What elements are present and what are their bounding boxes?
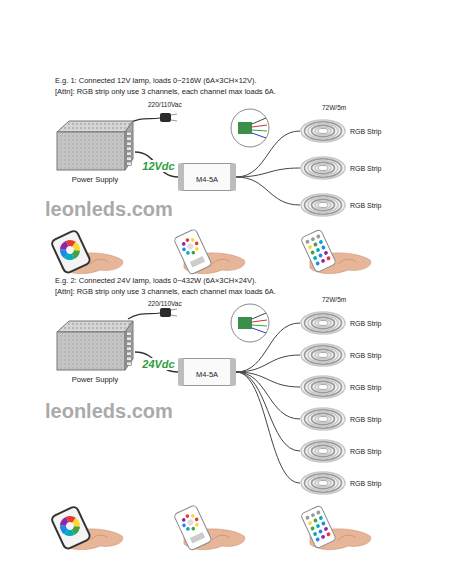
node-label: Power Supply (72, 175, 118, 184)
wire (236, 323, 300, 372)
rgb-strip: RGB Strip (300, 374, 382, 400)
power-supply: Power Supply (55, 118, 135, 184)
remote-in-hand (51, 506, 123, 550)
wire (236, 168, 300, 177)
strip-reel-drawing (300, 406, 346, 432)
heading-note: [Attn]: RGB strip only use 3 channels, e… (55, 87, 276, 96)
rgb-strip: RGB Strip (300, 438, 382, 464)
power-note: 72W/5m (322, 296, 346, 303)
remote-in-hand (51, 230, 123, 274)
strip-reel-drawing (300, 310, 346, 336)
node-label: RGB Strip (350, 480, 382, 487)
wire (236, 131, 300, 177)
watermark: leonleds.com (45, 400, 173, 423)
node-label: M4-5A (196, 370, 218, 379)
node-label: RGB Strip (350, 128, 382, 135)
strip-reel-drawing (300, 374, 346, 400)
node-label: RGB Strip (350, 352, 382, 359)
rgb-strip: RGB Strip (300, 470, 382, 496)
node-label: RGB Strip (350, 384, 382, 391)
remote-in-hand (300, 505, 370, 550)
remote-in-hand (300, 229, 370, 274)
rgb-strip: RGB Strip (300, 310, 382, 336)
wire (135, 152, 178, 177)
power-supply-drawing (55, 118, 135, 173)
voltage-note: 220/110Vac (148, 300, 182, 307)
rgb-strip: RGB Strip (300, 192, 382, 218)
remote-controls (51, 229, 371, 551)
voltage-note: 220/110Vac (148, 101, 182, 108)
controller-box: M4-5A (178, 163, 236, 191)
strip-reel-drawing (300, 155, 346, 181)
remote-in-hand (174, 505, 245, 551)
node-label: M4-5A (196, 175, 218, 184)
wire (135, 352, 178, 372)
node-label: RGB Strip (350, 165, 382, 172)
wire (236, 177, 300, 205)
controller-box: M4-5A (178, 358, 236, 386)
rgb-strip: RGB Strip (300, 155, 382, 181)
node-label: RGB Strip (350, 416, 382, 423)
heading-note: [Attn]: RGB strip only use 3 channels, e… (55, 287, 276, 296)
strip-reel-drawing (300, 470, 346, 496)
voltage-label: 12Vdc (140, 160, 176, 172)
voltage-label: 24Vdc (140, 358, 176, 370)
strip-reel-drawing (300, 342, 346, 368)
strip-reel-drawing (300, 118, 346, 144)
strip-reel-drawing (300, 192, 346, 218)
node-label: RGB Strip (350, 202, 382, 209)
power-supply-drawing (55, 318, 135, 373)
terminal-inset (231, 109, 269, 342)
heading-note: E.g. 1: Connected 12V lamp, loads 0~216W… (55, 76, 257, 85)
wire (236, 372, 300, 451)
watermark: leonleds.com (45, 198, 173, 221)
wire (236, 355, 300, 372)
heading-note: E.g. 2: Connected 24V lamp, loads 0~432W… (55, 276, 257, 285)
rgb-strip: RGB Strip (300, 118, 382, 144)
node-label: RGB Strip (350, 448, 382, 455)
node-label: Power Supply (72, 375, 118, 384)
strip-reel-drawing (300, 438, 346, 464)
node-label: RGB Strip (350, 320, 382, 327)
wire (236, 372, 300, 483)
power-supply: Power Supply (55, 318, 135, 384)
remote-in-hand (174, 229, 245, 275)
power-note: 72W/5m (322, 104, 346, 111)
rgb-strip: RGB Strip (300, 406, 382, 432)
rgb-strip: RGB Strip (300, 342, 382, 368)
